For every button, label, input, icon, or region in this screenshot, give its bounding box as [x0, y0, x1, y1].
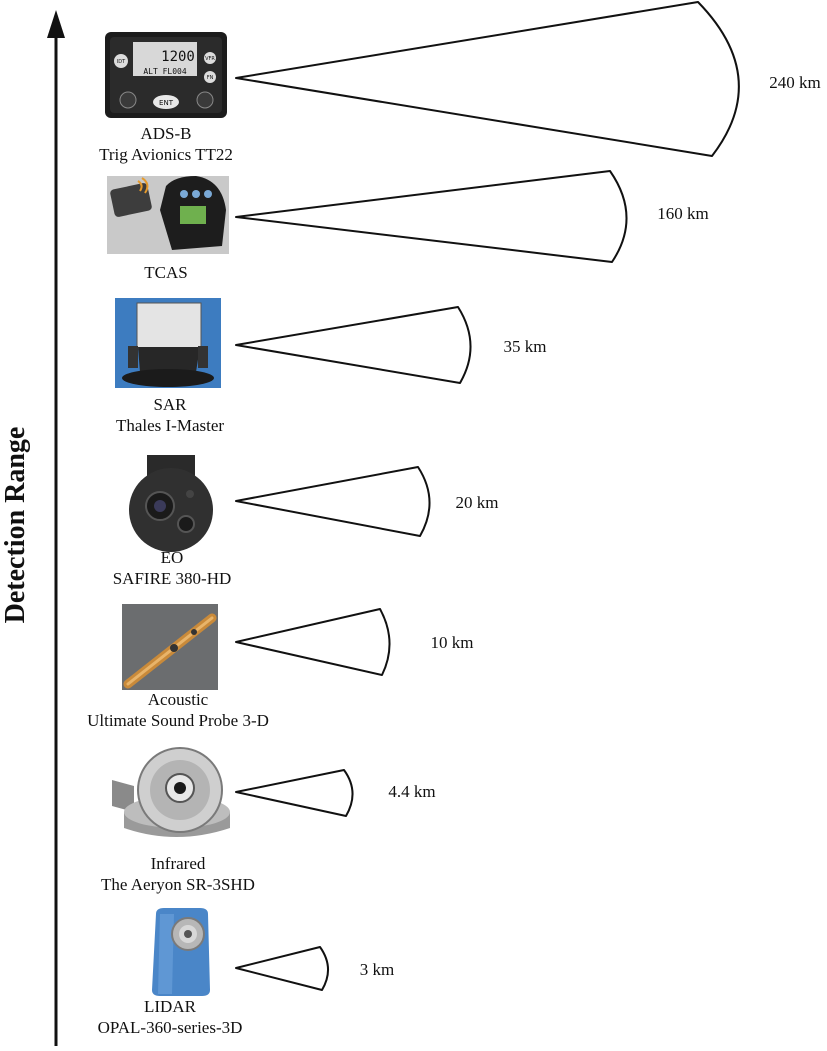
lidar-range-cone — [235, 946, 329, 991]
ads-b-ent-btn: ENT — [159, 99, 174, 107]
ads-b-device-image: 1200 ALT FL004 IDT VFR FN ENT — [105, 32, 227, 118]
sensor-ads-b: 1200 ALT FL004 IDT VFR FN ENT 240 km ADS… — [99, 1, 821, 164]
eo-range-label: 20 km — [456, 493, 499, 512]
sensor-acoustic: 10 km Acoustic Ultimate Sound Probe 3-D — [87, 604, 473, 730]
sar-device-image — [115, 298, 221, 388]
ads-b-range-label: 240 km — [769, 73, 820, 92]
ads-b-model-label: Trig Avionics TT22 — [99, 145, 233, 164]
sar-type-label: SAR — [153, 395, 187, 414]
acoustic-range-label: 10 km — [431, 633, 474, 652]
acoustic-range-cone — [235, 608, 391, 676]
infrared-type-label: Infrared — [151, 854, 206, 873]
eo-device-image — [129, 455, 213, 552]
ads-b-display-main: 1200 — [161, 49, 195, 65]
sensor-sar: 35 km SAR Thales I-Master — [115, 298, 546, 435]
ads-b-range-cone — [235, 1, 740, 157]
eo-type-label: EO — [161, 548, 184, 567]
sensor-tcas: 160 km TCAS — [107, 170, 709, 282]
infrared-device-image — [112, 747, 230, 837]
infrared-model-label: The Aeryon SR-3SHD — [101, 875, 255, 894]
lidar-device-image — [152, 908, 210, 996]
axis-arrowhead-icon — [47, 10, 65, 38]
ads-b-display-sub: ALT FL004 — [143, 67, 187, 76]
tcas-range-label: 160 km — [657, 204, 708, 223]
tcas-type-label: TCAS — [144, 263, 187, 282]
ads-b-fn-btn: FN — [207, 75, 214, 81]
infrared-range-cone — [235, 769, 354, 817]
sar-model-label: Thales I-Master — [116, 416, 224, 435]
sensor-eo: 20 km EO SAFIRE 380-HD — [113, 455, 499, 588]
eo-range-cone — [235, 466, 431, 537]
tcas-device-image — [107, 176, 229, 254]
ads-b-type-label: ADS-B — [140, 124, 191, 143]
lidar-range-label: 3 km — [360, 960, 394, 979]
tcas-range-cone — [235, 170, 628, 263]
eo-model-label: SAFIRE 380-HD — [113, 569, 232, 588]
ads-b-vfr-btn: VFR — [205, 56, 215, 62]
acoustic-type-label: Acoustic — [148, 690, 209, 709]
acoustic-model-label: Ultimate Sound Probe 3-D — [87, 711, 269, 730]
lidar-type-label: LIDAR — [144, 997, 197, 1016]
infrared-range-label: 4.4 km — [388, 782, 435, 801]
ads-b-ident-btn: IDT — [117, 59, 126, 65]
acoustic-device-image — [122, 604, 218, 690]
sensor-lidar: 3 km LIDAR OPAL-360-series-3D — [98, 908, 394, 1037]
sar-range-label: 35 km — [504, 337, 547, 356]
sar-range-cone — [235, 306, 472, 384]
sensor-infrared: 4.4 km Infrared The Aeryon SR-3SHD — [101, 747, 436, 894]
lidar-model-label: OPAL-360-series-3D — [98, 1018, 243, 1037]
axis-label: Detection Range — [0, 427, 31, 624]
